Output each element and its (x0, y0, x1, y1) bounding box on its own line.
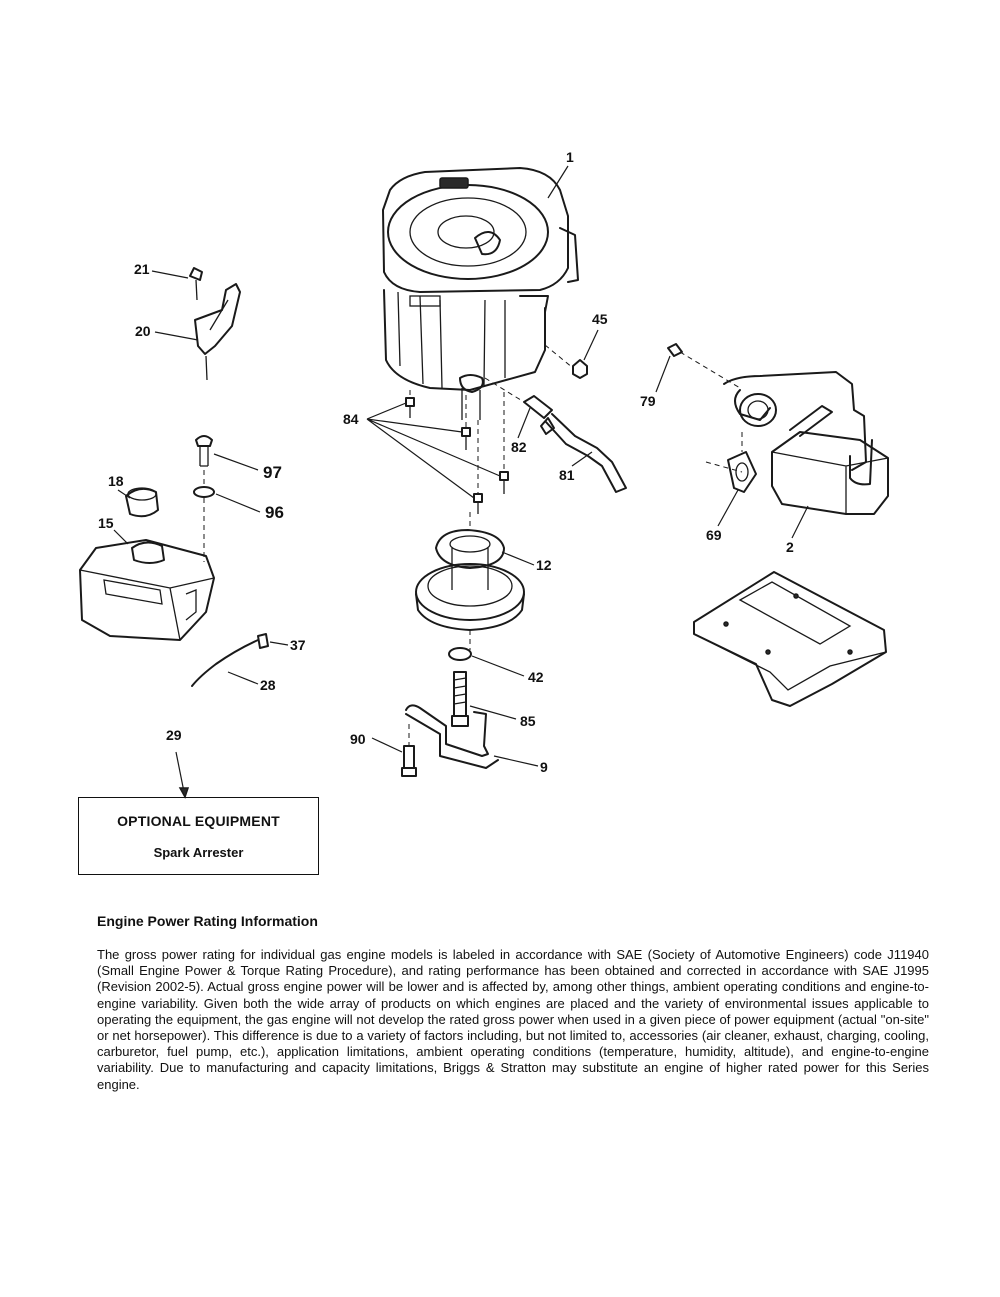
callout-96: 96 (265, 503, 284, 522)
callout-97: 97 (263, 463, 282, 482)
pulley-assembly (415, 529, 525, 631)
callout-18: 18 (108, 473, 124, 489)
engine-bolts-84 (405, 397, 509, 514)
engine-assembly (382, 167, 579, 420)
clamp-37 (257, 633, 269, 649)
engine-power-rating-title: Engine Power Rating Information (97, 913, 318, 929)
engine-power-rating-text: The gross power rating for individual ga… (97, 947, 929, 1092)
callout-21: 21 (134, 261, 150, 277)
optional-equipment-box: OPTIONAL EQUIPMENT Spark Arrester (78, 797, 319, 875)
bolt-97 (195, 435, 213, 447)
optional-equipment-item: Spark Arrester (153, 845, 244, 860)
callout-37: 37 (290, 637, 306, 653)
callout-20: 20 (135, 323, 151, 339)
bracket-9 (405, 704, 489, 757)
exploded-parts-diagram: 1 21 20 45 84 82 81 79 (79, 149, 889, 799)
muffler-assembly (723, 371, 889, 515)
callout-2: 2 (786, 539, 794, 555)
fuel-tank (79, 539, 215, 641)
bolt-79 (667, 343, 683, 357)
callout-28: 28 (260, 677, 276, 693)
callout-79: 79 (640, 393, 656, 409)
callout-29: 29 (166, 727, 182, 743)
callout-12: 12 (536, 557, 552, 573)
callout-85: 85 (520, 713, 536, 729)
callout-90: 90 (350, 731, 366, 747)
washer-96 (193, 486, 215, 498)
callout-69: 69 (706, 527, 722, 543)
throttle-bracket (189, 267, 241, 381)
washer-42 (448, 647, 472, 661)
bolt-90 (403, 745, 415, 769)
callout-82: 82 (511, 439, 527, 455)
callout-1: 1 (566, 149, 574, 165)
callout-45: 45 (592, 311, 608, 327)
callout-42: 42 (528, 669, 544, 685)
callout-81: 81 (559, 467, 575, 483)
fuel-cap (125, 487, 159, 518)
fuel-line-28 (191, 639, 259, 687)
callout-15: 15 (98, 515, 114, 531)
callout-9: 9 (540, 759, 548, 775)
optional-equipment-title: OPTIONAL EQUIPMENT (117, 813, 280, 829)
dipstick-tube (523, 395, 627, 493)
callout-84: 84 (343, 411, 359, 427)
nut-45 (572, 359, 588, 379)
mounting-plate (693, 571, 887, 707)
